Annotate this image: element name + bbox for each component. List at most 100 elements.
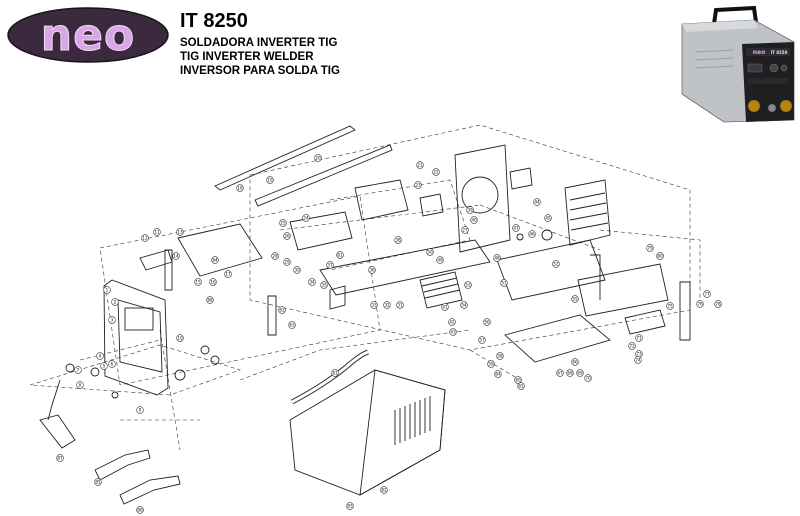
callout-85: 85 bbox=[94, 478, 102, 486]
callout-5: 5 bbox=[100, 362, 108, 370]
callout-66: 66 bbox=[571, 358, 579, 366]
callout-label: 19 bbox=[267, 178, 273, 183]
callout-2: 2 bbox=[111, 298, 119, 306]
callout-label: 38 bbox=[395, 238, 401, 243]
callout-6: 6 bbox=[108, 360, 116, 368]
callout-label: 15 bbox=[195, 280, 201, 285]
callout-37: 37 bbox=[326, 261, 334, 269]
callout-56: 56 bbox=[483, 318, 491, 326]
callout-label: 33 bbox=[371, 303, 377, 308]
callout-67: 67 bbox=[556, 369, 564, 377]
callout-3: 3 bbox=[108, 316, 116, 324]
callout-label: 58 bbox=[497, 354, 503, 359]
callout-label: 29 bbox=[284, 260, 290, 265]
callout-33: 33 bbox=[370, 301, 378, 309]
callout-label: 14 bbox=[173, 254, 179, 259]
callout-label: 34 bbox=[309, 280, 315, 285]
callout-label: 8 bbox=[79, 383, 82, 388]
callout-86: 86 bbox=[136, 506, 144, 514]
title-block: IT 8250 SOLDADORA INVERTER TIG TIG INVER… bbox=[180, 10, 340, 78]
callout-label: 30 bbox=[294, 268, 300, 273]
callout-label: 54 bbox=[461, 303, 467, 308]
callout-label: 56 bbox=[484, 320, 490, 325]
callout-17: 17 bbox=[224, 270, 232, 278]
callout-12: 12 bbox=[141, 234, 149, 242]
callout-label: 9 bbox=[139, 408, 142, 413]
callout-38: 38 bbox=[394, 236, 402, 244]
model-number: IT 8250 bbox=[180, 10, 248, 32]
callout-79: 79 bbox=[646, 244, 654, 252]
callout-label: 75 bbox=[667, 304, 673, 309]
callout-label: 3 bbox=[111, 318, 114, 323]
callout-64: 64 bbox=[494, 370, 502, 378]
callout-label: 77 bbox=[704, 292, 710, 297]
callout-16: 16 bbox=[209, 278, 217, 286]
callout-label: 39 bbox=[467, 208, 473, 213]
callout-36: 36 bbox=[368, 266, 376, 274]
callout-41: 41 bbox=[441, 303, 449, 311]
callout-43: 43 bbox=[449, 328, 457, 336]
callout-35: 35 bbox=[320, 281, 328, 289]
callout-label: 5 bbox=[103, 364, 106, 369]
callout-57: 57 bbox=[478, 336, 486, 344]
callout-label: 27 bbox=[462, 228, 468, 233]
callout-23: 23 bbox=[414, 181, 422, 189]
callout-26: 26 bbox=[283, 232, 291, 240]
callout-label: 84 bbox=[212, 258, 218, 263]
callout-label: 85 bbox=[95, 480, 101, 485]
callout-62: 62 bbox=[278, 306, 286, 314]
callout-label: 59 bbox=[488, 362, 494, 367]
callout-label: 18 bbox=[237, 186, 243, 191]
callout-label: 44 bbox=[534, 200, 540, 205]
callout-label: 21 bbox=[417, 163, 423, 168]
callout-label: 82 bbox=[381, 488, 387, 493]
callout-label: 16 bbox=[210, 280, 216, 285]
callout-label: 80 bbox=[657, 254, 663, 259]
callout-47: 47 bbox=[512, 224, 520, 232]
callout-label: 7 bbox=[77, 368, 80, 373]
callout-74: 74 bbox=[634, 356, 642, 364]
part-outlines bbox=[39, 125, 691, 505]
callout-label: 11 bbox=[154, 230, 160, 235]
callout-7: 7 bbox=[74, 366, 82, 374]
callout-24: 24 bbox=[302, 214, 310, 222]
callout-label: 72 bbox=[629, 344, 635, 349]
logo-ellipse bbox=[7, 7, 169, 63]
callout-11: 11 bbox=[153, 228, 161, 236]
callout-32: 32 bbox=[383, 301, 391, 309]
callout-label: 57 bbox=[479, 338, 485, 343]
callout-label: 35 bbox=[321, 283, 327, 288]
callout-label: 61 bbox=[337, 253, 343, 258]
callout-label: 36 bbox=[369, 268, 375, 273]
callout-88: 88 bbox=[206, 296, 214, 304]
callout-label: 74 bbox=[635, 358, 641, 363]
callout-label: 63 bbox=[289, 323, 295, 328]
callout-label: 73 bbox=[636, 352, 642, 357]
callout-label: 12 bbox=[142, 236, 148, 241]
title-portuguese: SOLDADORA INVERTER TIG bbox=[180, 37, 338, 49]
panel-model: IT 8250 bbox=[771, 50, 788, 55]
callout-label: 60 bbox=[515, 378, 521, 383]
callout-53: 53 bbox=[464, 281, 472, 289]
callout-15: 15 bbox=[194, 278, 202, 286]
callout-39: 39 bbox=[466, 206, 474, 214]
callout-70: 70 bbox=[584, 374, 592, 382]
callout-27: 27 bbox=[461, 226, 469, 234]
callout-20: 20 bbox=[314, 154, 322, 162]
callout-82: 82 bbox=[380, 486, 388, 494]
callout-label: 13 bbox=[177, 230, 183, 235]
callout-label: 4 bbox=[99, 354, 102, 359]
callout-55: 55 bbox=[571, 295, 579, 303]
callout-9: 9 bbox=[136, 406, 144, 414]
callout-52: 52 bbox=[552, 260, 560, 268]
callout-label: 23 bbox=[415, 183, 421, 188]
callout-69: 69 bbox=[576, 369, 584, 377]
callout-40: 40 bbox=[470, 216, 478, 224]
callout-label: 49 bbox=[437, 258, 443, 263]
neo-logo: neo bbox=[7, 7, 169, 63]
callout-label: 6 bbox=[111, 362, 114, 367]
panel-brand: neo bbox=[753, 49, 765, 56]
callout-label: 26 bbox=[284, 234, 290, 239]
callout-label: 79 bbox=[647, 246, 653, 251]
